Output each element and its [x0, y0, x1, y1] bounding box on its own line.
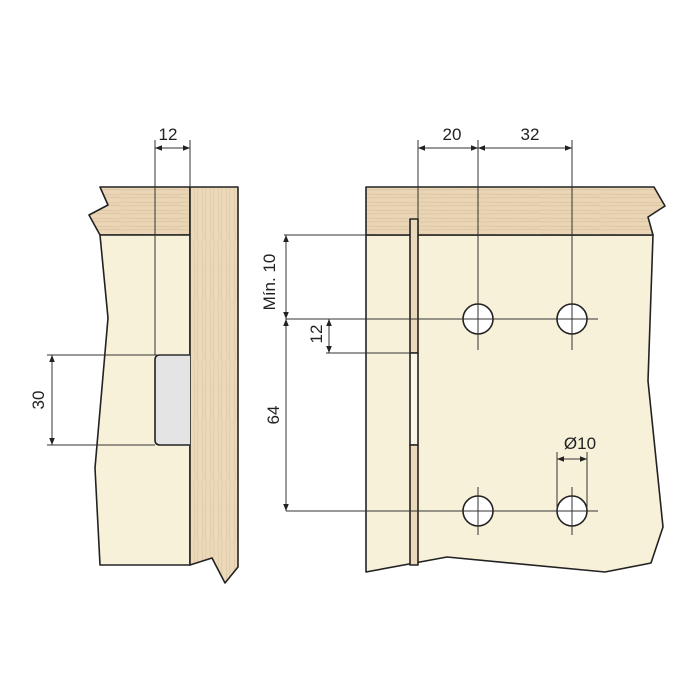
dim-label-min10: Mín. 10: [260, 254, 279, 311]
left-view: 12 30: [29, 125, 239, 584]
dim-label-64: 64: [264, 406, 283, 425]
hinge-plate-edge-gap: [409, 352, 419, 446]
dim-label-diameter: Ø10: [564, 434, 596, 453]
hinge-plate-edge-upper: [409, 218, 419, 354]
hinge-cup-slot: [154, 354, 190, 446]
left-vertical-board: [189, 186, 239, 584]
dim-label-12: 12: [159, 125, 178, 144]
dim-label-20: 20: [443, 125, 462, 144]
left-top-board: [88, 186, 191, 236]
hinge-plate-edge-lower: [409, 444, 419, 566]
dim-label-12-strip: 12: [307, 325, 326, 344]
dim-label-30: 30: [29, 391, 48, 410]
dim-label-32: 32: [521, 125, 540, 144]
right-view: 20 32 Mín. 10 12 64 Ø10: [260, 125, 666, 573]
